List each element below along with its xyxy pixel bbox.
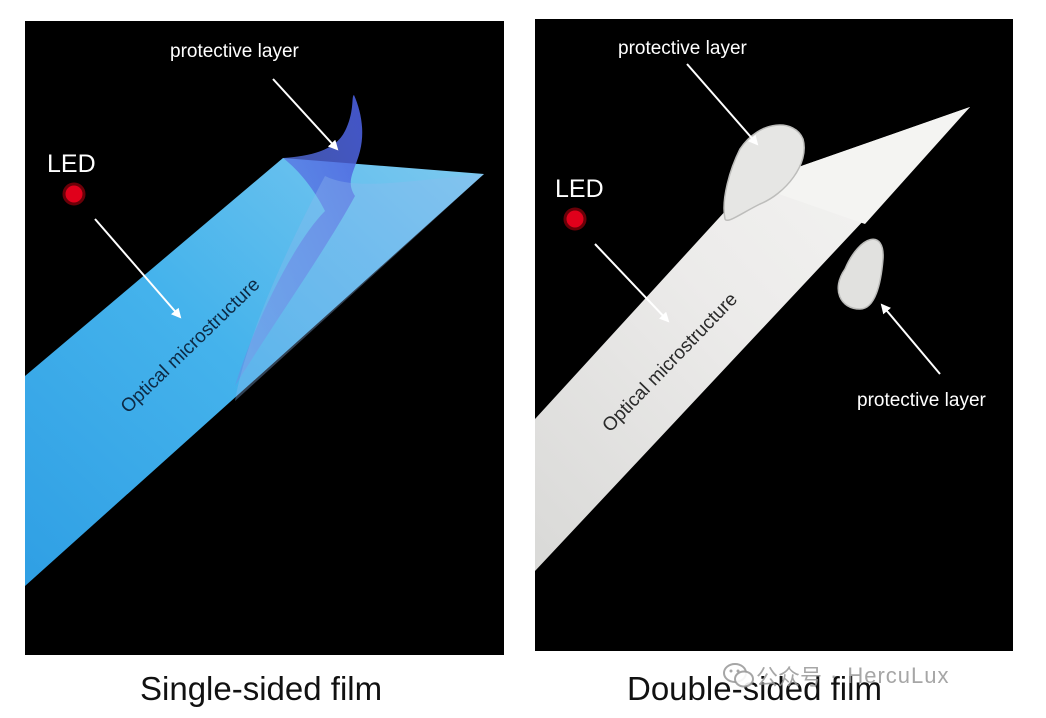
protective-layer-label: protective layer [170,41,300,62]
watermark: 公众号 · HercuLux [722,660,950,692]
led-label: LED [47,150,96,178]
arrow-to-protective-layer-top [686,63,759,146]
led-dot [563,207,587,231]
arrow-to-protective-layer-bottom [880,303,941,375]
protective-layer-label-bottom: protective layer [857,390,987,411]
protective-layer-peel [235,95,363,386]
arrow-to-microstructure [94,218,182,319]
watermark-name: HercuLux [847,663,950,688]
protective-layer-curl-bottom [837,238,884,310]
double-sided-film-illustration: LED protective layer protective layer Op… [535,38,987,571]
film-strip [535,107,970,571]
film-strip [25,158,484,586]
protective-layer-sheet [235,174,484,401]
single-sided-film-illustration: LED protective layer Optical microstruct… [25,41,484,586]
film-top-sheet [750,107,970,224]
single-sided-film-photo: LED protective layer Optical microstruct… [25,21,504,655]
caption-single-sided: Single-sided film [140,670,383,707]
led-dot [62,182,86,206]
watermark-platform: 公众号 [756,665,823,690]
double-sided-film-photo: LED protective layer protective layer Op… [535,19,1013,651]
watermark-separator: · [830,663,838,688]
arrow-to-protective-layer [272,78,339,151]
protective-layer-label-top: protective layer [618,38,748,59]
wechat-icon [723,663,754,688]
led-label: LED [555,175,604,203]
arrow-to-microstructure [594,243,670,323]
caption-double-sided: Double-sided film [627,670,882,707]
protective-layer-curl-top [723,124,805,221]
